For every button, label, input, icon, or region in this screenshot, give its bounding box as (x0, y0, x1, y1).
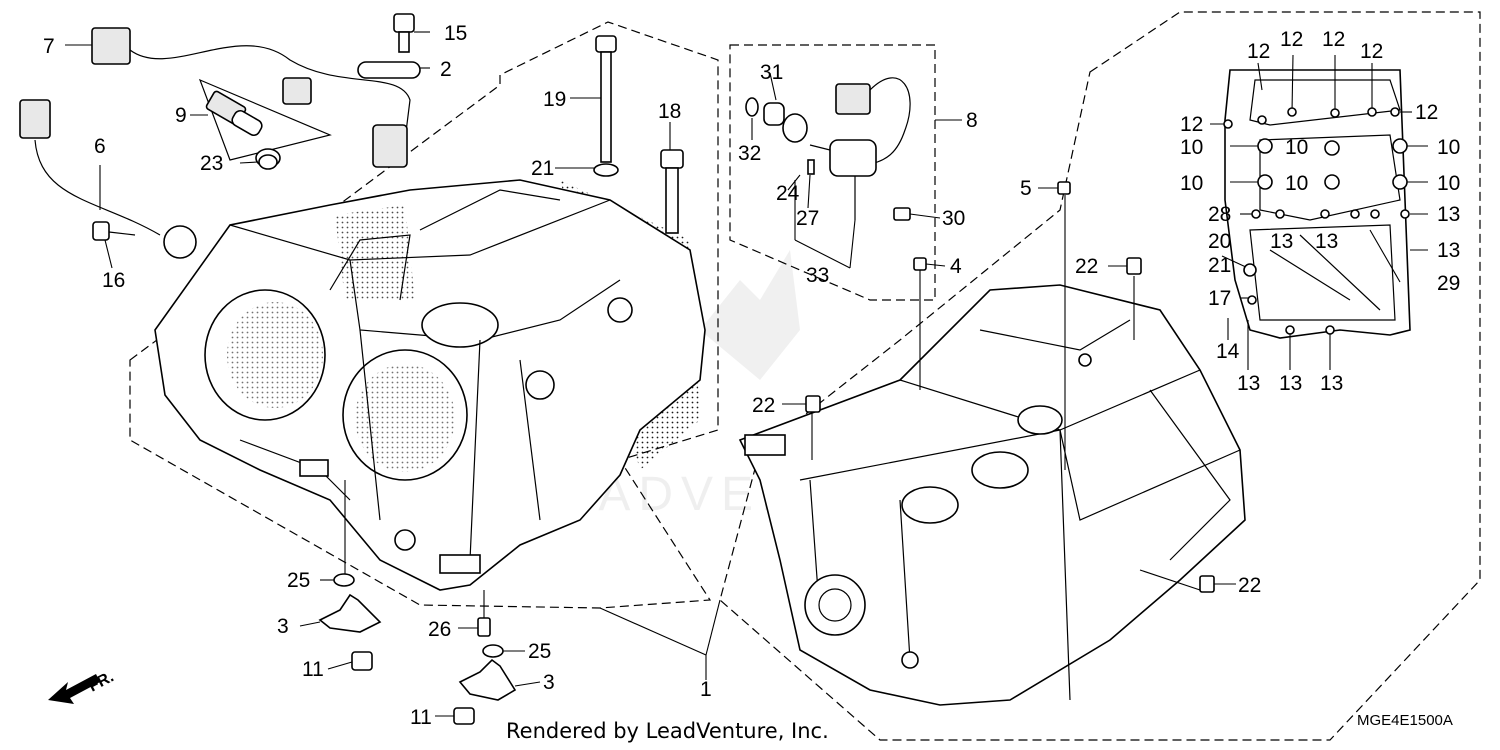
callout-10-b: 10 (1285, 136, 1308, 159)
callout-22-bottom: 22 (1238, 574, 1261, 597)
callout-11-lower: 11 (410, 706, 432, 729)
leader-lines (65, 31, 1428, 717)
callout-25-lower: 25 (528, 640, 551, 663)
callout-13-d: 13 (1437, 239, 1460, 262)
callout-7: 7 (43, 35, 55, 58)
callout-22-top: 22 (1075, 255, 1098, 278)
solenoid-parts (745, 77, 911, 221)
callout-13-f: 13 (1279, 372, 1302, 395)
bolt-hole-markers (1223, 107, 1410, 335)
callout-24: 24 (776, 182, 800, 205)
callout-5: 5 (1020, 177, 1032, 200)
callout-10-c: 10 (1437, 136, 1460, 159)
callout-4: 4 (950, 255, 962, 278)
dowel-pins (805, 181, 1215, 593)
upper-crankcase (154, 179, 706, 591)
callout-26: 26 (428, 618, 451, 641)
callout-15: 15 (444, 22, 467, 45)
callout-13-g: 13 (1320, 372, 1343, 395)
callout-27: 27 (796, 207, 819, 230)
diagram-code: MGE4E1500A (1357, 712, 1453, 729)
small-parts (19, 13, 684, 725)
callout-17: 17 (1208, 287, 1231, 310)
callout-30: 30 (942, 207, 965, 230)
callout-18: 18 (658, 100, 681, 123)
callout-29: 29 (1437, 272, 1460, 295)
callout-10-f: 10 (1437, 172, 1460, 195)
crankshaft-journal (804, 574, 866, 636)
callout-6: 6 (94, 135, 106, 158)
callout-3-left: 3 (277, 615, 289, 638)
footer-credit: Rendered by LeadVenture, Inc. (506, 719, 829, 743)
callout-23: 23 (200, 152, 223, 175)
callout-13-a: 13 (1437, 203, 1460, 226)
callout-12-b: 12 (1280, 28, 1303, 51)
callout-10-d: 10 (1180, 172, 1203, 195)
callout-32: 32 (738, 142, 761, 165)
callout-21-left: 21 (531, 157, 554, 180)
lower-crankcase-group-outline (719, 11, 1481, 741)
callout-20: 20 (1208, 230, 1231, 253)
callout-19: 19 (543, 88, 566, 111)
callout-14: 14 (1216, 340, 1240, 363)
callout-10-a: 10 (1180, 136, 1203, 159)
callout-9: 9 (175, 104, 187, 127)
callout-10-e: 10 (1285, 172, 1308, 195)
callout-13-c: 13 (1315, 230, 1338, 253)
callout-12-c: 12 (1322, 28, 1345, 51)
callout-2: 2 (440, 58, 452, 81)
front-direction-arrow: FR. (48, 668, 117, 704)
callout-12-e: 12 (1415, 101, 1438, 124)
callout-12-a: 12 (1247, 40, 1270, 63)
callout-3-right: 3 (543, 671, 555, 694)
callout-13-b: 13 (1270, 230, 1293, 253)
callout-labels: 7 15 2 9 6 23 16 19 18 21 31 32 8 24 27 … (43, 22, 1460, 729)
callout-12-f: 12 (1180, 113, 1203, 136)
callout-25-upper: 25 (287, 569, 310, 592)
connector-7 (91, 27, 131, 65)
callout-28: 28 (1208, 203, 1231, 226)
callout-33: 33 (806, 264, 829, 287)
lower-crankcase (738, 284, 1246, 706)
callout-12-d: 12 (1360, 40, 1383, 63)
callout-21-right: 21 (1208, 254, 1231, 277)
callout-31: 31 (760, 61, 783, 84)
front-label: FR. (86, 668, 117, 695)
callout-16: 16 (102, 269, 125, 292)
callout-13-e: 13 (1237, 372, 1260, 395)
callout-8: 8 (966, 109, 978, 132)
callout-22-mid: 22 (752, 394, 775, 417)
callout-11-upper: 11 (302, 658, 324, 681)
callout-1: 1 (700, 678, 712, 701)
solenoid-group-outline (729, 44, 936, 301)
